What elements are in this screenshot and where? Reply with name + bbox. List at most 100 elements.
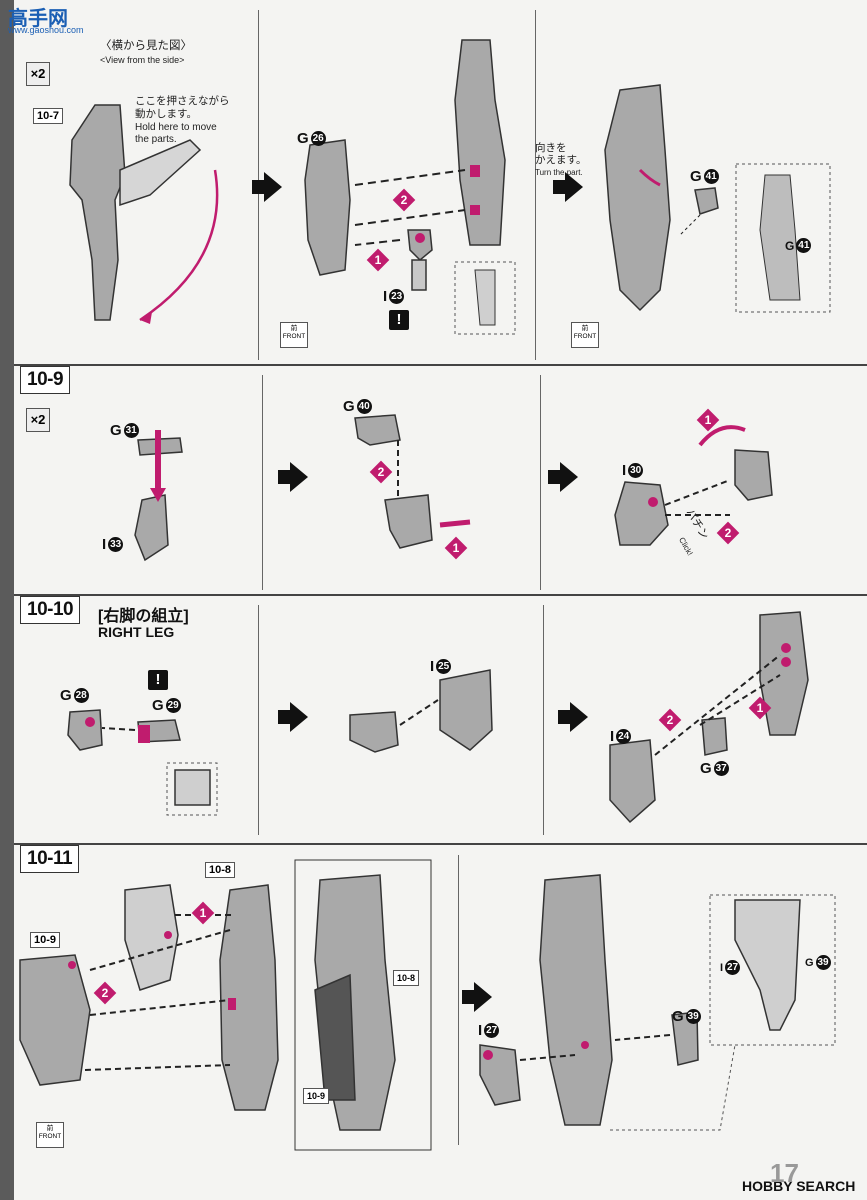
panel-divider xyxy=(14,594,867,596)
part-number: 41 xyxy=(796,238,812,253)
turn-note-en: Turn the part. xyxy=(535,168,583,177)
turn-note-jp-2: かえます。 xyxy=(535,154,587,166)
part-letter: I xyxy=(430,658,435,675)
order-mark-2: 2 xyxy=(93,981,117,1005)
part-number: 40 xyxy=(356,399,372,414)
part-letter: G xyxy=(690,168,702,185)
ref-step-label: 10-8 xyxy=(393,970,420,986)
order-mark-2: 2 xyxy=(369,460,393,484)
part-letter: I xyxy=(720,961,724,974)
footer-brand: HOBBY SEARCH xyxy=(742,1178,856,1194)
part-number: 29 xyxy=(165,698,181,713)
page-number: 17 xyxy=(770,1158,799,1188)
part-letter: G xyxy=(297,130,309,147)
order-mark-2: 2 xyxy=(658,708,682,732)
order-mark-1: 1 xyxy=(696,408,720,432)
divider xyxy=(543,605,544,835)
part-letter: G xyxy=(152,697,164,714)
part-number: 27 xyxy=(725,960,741,975)
turn-note-jp-1: 向きを xyxy=(535,142,567,154)
part-number: 41 xyxy=(703,169,719,184)
part-number: 30 xyxy=(628,463,644,478)
title-jp: [右脚の組立] xyxy=(98,608,189,625)
quantity-badge: ×2 xyxy=(26,62,50,86)
part-number: 27 xyxy=(484,1023,500,1038)
step-label: 10-10 xyxy=(20,596,81,624)
next-arrow xyxy=(548,462,578,492)
part-letter: I xyxy=(610,728,615,745)
part-letter: G xyxy=(60,687,72,704)
watermark-brand: 高手网 xyxy=(8,8,68,30)
caution-icon: ! xyxy=(389,310,409,330)
step-label: 10-9 xyxy=(20,366,71,394)
part-number: 39 xyxy=(815,955,831,970)
next-arrow xyxy=(278,702,308,732)
part-number: 23 xyxy=(389,289,405,304)
panel-divider xyxy=(14,364,867,366)
part-number: 28 xyxy=(73,688,89,703)
part-number: 37 xyxy=(713,761,729,776)
part-number: 31 xyxy=(123,423,139,438)
hold-note-jp-2: 動かします。 xyxy=(135,108,197,120)
order-mark-2: 2 xyxy=(392,188,416,212)
part-letter: G xyxy=(110,422,122,439)
part-number: 39 xyxy=(685,1009,701,1024)
order-mark-1: 1 xyxy=(366,248,390,272)
side-view-label-en: <View from the side> xyxy=(100,55,185,65)
ref-step-label: 10-9 xyxy=(30,932,61,948)
caution-icon: ! xyxy=(148,670,168,690)
part-letter: I xyxy=(383,288,388,305)
divider xyxy=(262,375,263,590)
hold-note-jp-1: ここを押さえながら xyxy=(135,95,230,107)
part-letter: G xyxy=(805,956,814,969)
divider xyxy=(540,375,541,590)
next-arrow xyxy=(278,462,308,492)
step-label: 10-11 xyxy=(20,845,80,873)
part-letter: G xyxy=(785,238,795,253)
hold-note-en-1: Hold here to move xyxy=(135,122,217,133)
divider xyxy=(535,10,536,360)
order-mark-1: 1 xyxy=(748,696,772,720)
order-mark-1: 1 xyxy=(191,901,215,925)
part-letter: I xyxy=(622,462,627,479)
part-letter: G xyxy=(700,760,712,777)
part-letter: G xyxy=(343,398,355,415)
panel-divider xyxy=(14,843,867,845)
ref-step-label: 10-9 xyxy=(303,1088,330,1104)
title-en: RIGHT LEG xyxy=(98,624,175,640)
hold-note-en-2: the parts. xyxy=(135,134,177,145)
order-mark-2: 2 xyxy=(716,521,740,545)
part-number: 24 xyxy=(616,729,632,744)
ref-step-label: 10-8 xyxy=(205,862,236,878)
part-letter: I xyxy=(478,1022,483,1039)
divider xyxy=(458,855,459,1145)
ref-step-label: 10-7 xyxy=(33,108,64,124)
part-number: 33 xyxy=(108,537,124,552)
next-arrow xyxy=(252,172,282,202)
part-letter: G xyxy=(672,1008,684,1025)
next-arrow xyxy=(462,982,492,1012)
next-arrow xyxy=(558,702,588,732)
order-mark-1: 1 xyxy=(444,536,468,560)
part-number: 25 xyxy=(436,659,452,674)
